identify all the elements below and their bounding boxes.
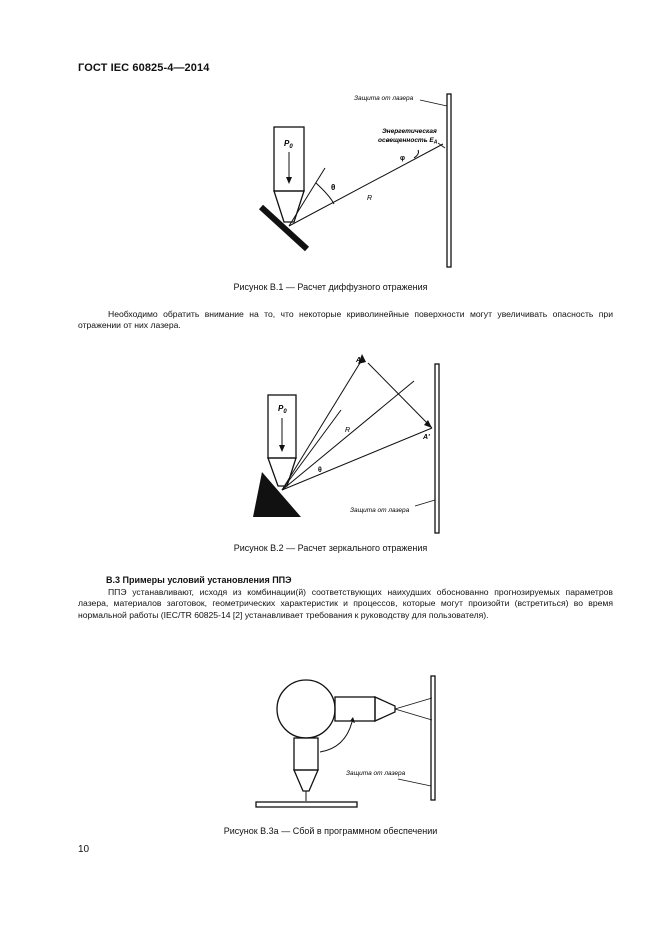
reflected-ray-r [288, 143, 444, 227]
laser-guard-wall-b3 [430, 675, 436, 801]
r-label: R [367, 195, 372, 202]
prism-workpiece [253, 472, 301, 517]
energy-label-line1: Энергетическая [382, 128, 437, 135]
laser-guard-wall-b2 [434, 363, 440, 534]
laser-guard-wall [446, 93, 452, 268]
r-label-b2: R [345, 427, 350, 434]
ray-to-a [281, 357, 364, 491]
section-heading: В.3 Примеры условий установления ППЭ [106, 575, 292, 585]
theta-label-b2: θ [318, 467, 322, 474]
guard-label: Защита от лазера [354, 95, 414, 102]
paragraph-note: Необходимо обратить внимание на то, что … [78, 309, 613, 331]
ray-to-a-prime [281, 427, 433, 491]
figure-b3a-software-failure: Защита от лазера [255, 675, 436, 808]
energy-label-line2: освещенность EA [378, 137, 438, 146]
base-plate [255, 801, 358, 808]
figure-b2-specular-reflection: P0 A A' R θ Защита от лазера [253, 354, 440, 534]
rotation-arc [319, 721, 353, 753]
workpiece-plate [258, 204, 310, 252]
figure-b2-caption: Рисунок В.2 — Расчет зеркального отражен… [233, 543, 428, 553]
p0-label-b2: P0 [278, 404, 287, 415]
figure-b1-caption: Рисунок В.1 — Расчет диффузного отражени… [233, 282, 428, 292]
figure-b3a-caption: Рисунок В.3а — Сбой в программном обеспе… [223, 826, 438, 836]
theta-label: θ [331, 183, 335, 192]
a-to-a-prime-line [367, 362, 433, 429]
a-prime-label: A' [422, 434, 430, 441]
normal-line [288, 167, 326, 227]
vertical-laser-head [293, 737, 319, 771]
document-header: ГОСТ IEC 60825-4—2014 [78, 62, 210, 74]
theta-arc [315, 182, 335, 205]
page-number: 10 [78, 844, 90, 855]
p0-label: P0 [284, 139, 293, 150]
laser-nozzle [273, 190, 305, 223]
guard-label-b3: Защита от лазера [346, 770, 406, 777]
figure-b1-diffuse-reflection: P0 θ R φ Защита от лазера Энергетическая… [258, 93, 452, 268]
robot-joint [276, 679, 336, 739]
a-label: A [355, 357, 361, 364]
phi-label: φ [400, 155, 405, 162]
section-paragraph: ППЭ устанавливают, исходя из комбинации(… [78, 587, 613, 620]
horizontal-laser-head [334, 696, 376, 722]
guard-label-b2: Защита от лазера [350, 507, 410, 514]
